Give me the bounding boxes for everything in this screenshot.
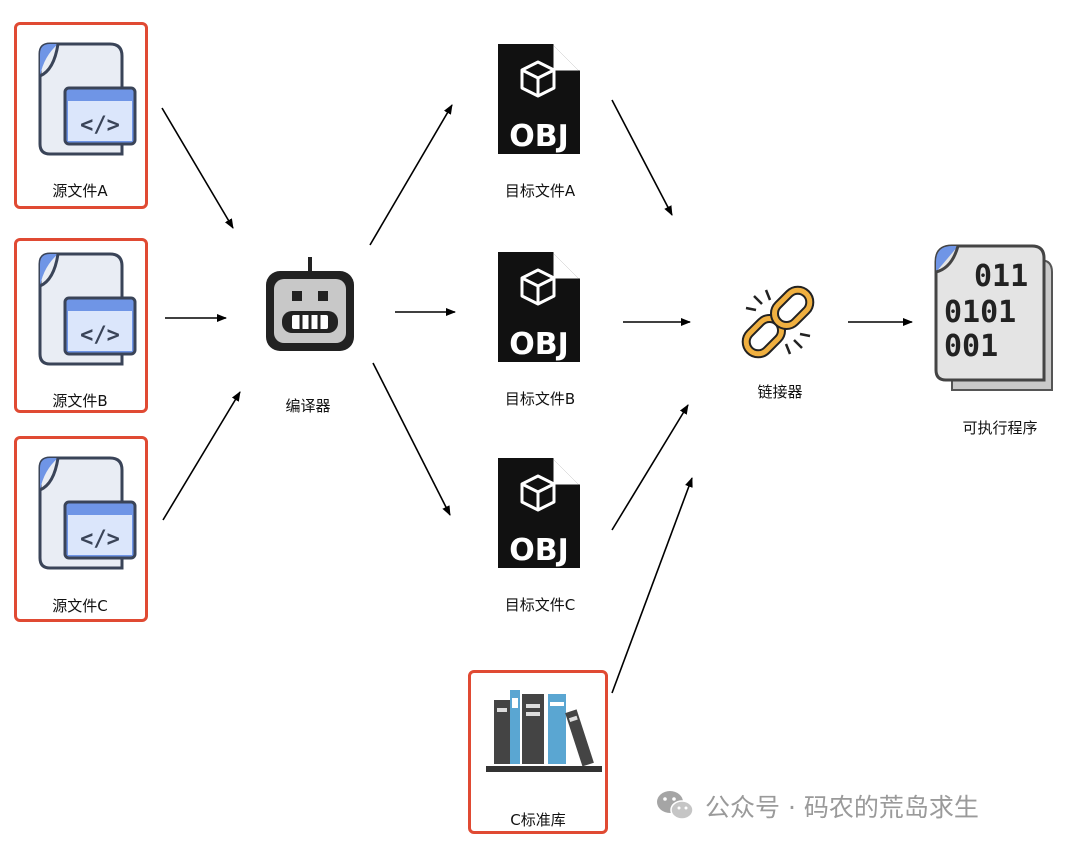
source-file-b-icon: </> [30,246,140,371]
bookshelf-icon [482,680,606,780]
svg-text:</>: </> [80,323,120,348]
source-file-c-icon: </> [30,450,140,575]
svg-text:0101: 0101 [944,295,1016,330]
object-file-b-icon: OBJ [494,248,584,366]
watermark-text: 公众号 · 码农的荒岛求生 [705,793,979,822]
svg-text:001: 001 [944,329,998,364]
arrow-compiler-to-object-a [369,104,453,246]
arrow-stdlib-to-linker [611,477,693,694]
svg-text:OBJ: OBJ [509,119,569,154]
svg-text:011: 011 [974,259,1028,294]
watermark: 公众号 · 码农的荒岛求生 [655,788,979,824]
svg-text:OBJ: OBJ [509,327,569,362]
svg-text:OBJ: OBJ [509,533,569,568]
compiler-label: 编译器 [285,397,331,415]
binary-file-icon: 011 0101 001 [930,238,1060,398]
object-file-c-label: 目标文件C [504,596,576,614]
object-file-a-icon: OBJ [494,40,584,158]
arrow-source-c-to-compiler [162,391,241,521]
stdlib-label: C标准库 [510,811,566,829]
svg-text:</>: </> [80,113,120,138]
source-file-a-label: 源文件A [52,182,108,200]
arrow-source-a-to-compiler [161,107,234,229]
robot-icon [262,255,358,355]
svg-text:</>: </> [80,527,120,552]
arrow-compiler-to-object-c [372,362,451,516]
object-file-a-label: 目标文件A [504,182,576,200]
source-file-a-icon: </> [30,36,140,161]
object-file-c-icon: OBJ [494,454,584,572]
object-file-b-label: 目标文件B [504,390,576,408]
source-file-c-label: 源文件C [52,597,108,615]
arrow-object-a-to-linker [611,99,673,216]
source-file-b-label: 源文件B [52,392,108,410]
wechat-icon [655,789,695,823]
chain-link-icon [736,282,820,362]
linker-label: 链接器 [757,383,803,401]
arrow-object-c-to-linker [611,404,689,531]
executable-label: 可执行程序 [962,419,1038,437]
